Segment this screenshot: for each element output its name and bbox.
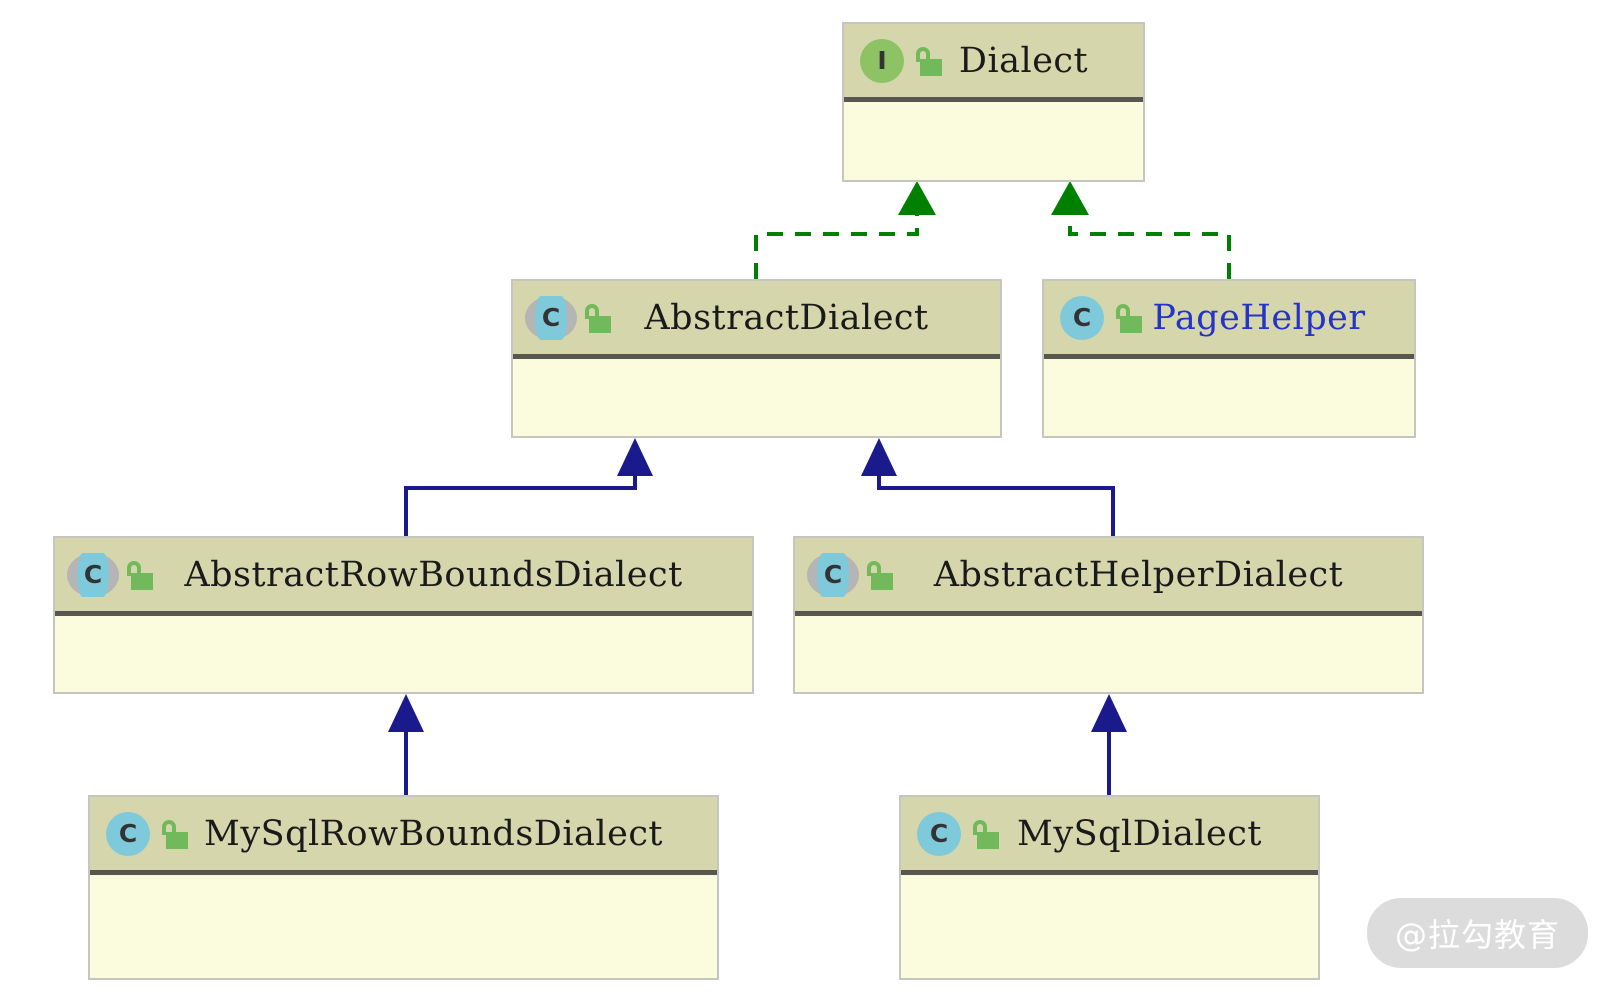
class-name-mysql-dialect: MySqlDialect — [1017, 813, 1262, 854]
class-name-abstract-helper-dialect: AbstractHelperDialect — [933, 554, 1344, 595]
class-badge-icon: C — [104, 810, 152, 858]
class-box-page-helper[interactable]: C PageHelper — [1042, 279, 1416, 438]
edge-mysql-rowbounds-to-abstract-rowbounds — [388, 694, 424, 795]
class-header-dialect: I Dialect — [844, 24, 1143, 102]
watermark-label: @拉勾教育 — [1366, 898, 1588, 968]
edge-abstract-dialect-to-dialect — [754, 181, 936, 279]
class-header-mysql-rowbounds-dialect: C MySqlRowBoundsDialect — [90, 797, 717, 875]
class-body-abstract-dialect — [513, 359, 1000, 431]
class-name-abstract-rowbounds-dialect: AbstractRowBoundsDialect — [184, 554, 683, 595]
class-body-dialect — [844, 102, 1143, 175]
class-body-page-helper — [1044, 359, 1414, 431]
unlocked-padlock-icon — [125, 558, 155, 592]
interface-badge-icon: I — [858, 37, 906, 85]
edge-page-helper-to-dialect — [1051, 181, 1231, 279]
edge-mysql-dialect-to-abstract-helper — [1091, 694, 1127, 795]
edge-abstract-rowbounds-to-abstract-dialect — [404, 438, 653, 536]
class-header-abstract-dialect: C AbstractDialect — [513, 281, 1000, 359]
unlocked-padlock-icon — [160, 817, 190, 851]
class-body-abstract-rowbounds-dialect — [55, 616, 752, 687]
class-name-abstract-dialect: AbstractDialect — [644, 297, 929, 338]
edge-abstract-helper-to-abstract-dialect — [861, 438, 1115, 536]
class-name-dialect: Dialect — [958, 40, 1089, 81]
unlocked-padlock-icon — [865, 558, 895, 592]
class-body-mysql-dialect — [901, 875, 1318, 973]
class-header-mysql-dialect: C MySqlDialect — [901, 797, 1318, 875]
class-body-abstract-helper-dialect — [795, 616, 1422, 687]
class-header-page-helper: C PageHelper — [1044, 281, 1414, 359]
unlocked-padlock-icon — [971, 817, 1001, 851]
class-box-dialect[interactable]: I Dialect — [842, 22, 1145, 182]
class-box-abstract-helper-dialect[interactable]: C AbstractHelperDialect — [793, 536, 1424, 694]
class-box-mysql-dialect[interactable]: C MySqlDialect — [899, 795, 1320, 980]
class-header-abstract-rowbounds-dialect: C AbstractRowBoundsDialect — [55, 538, 752, 616]
class-box-mysql-rowbounds-dialect[interactable]: C MySqlRowBoundsDialect — [88, 795, 719, 980]
class-badge-icon: C — [1058, 294, 1106, 342]
unlocked-padlock-icon — [1114, 301, 1144, 335]
class-box-abstract-dialect[interactable]: C AbstractDialect — [511, 279, 1002, 438]
class-box-abstract-rowbounds-dialect[interactable]: C AbstractRowBoundsDialect — [53, 536, 754, 694]
abstract-class-badge-icon: C — [67, 551, 119, 599]
abstract-class-badge-icon: C — [525, 294, 577, 342]
class-header-abstract-helper-dialect: C AbstractHelperDialect — [795, 538, 1422, 616]
class-name-mysql-rowbounds-dialect: MySqlRowBoundsDialect — [203, 813, 663, 854]
class-body-mysql-rowbounds-dialect — [90, 875, 717, 973]
unlocked-padlock-icon — [583, 301, 613, 335]
abstract-class-badge-icon: C — [807, 551, 859, 599]
class-name-page-helper[interactable]: PageHelper — [1152, 297, 1366, 338]
unlocked-padlock-icon — [914, 44, 944, 78]
class-badge-icon: C — [915, 810, 963, 858]
